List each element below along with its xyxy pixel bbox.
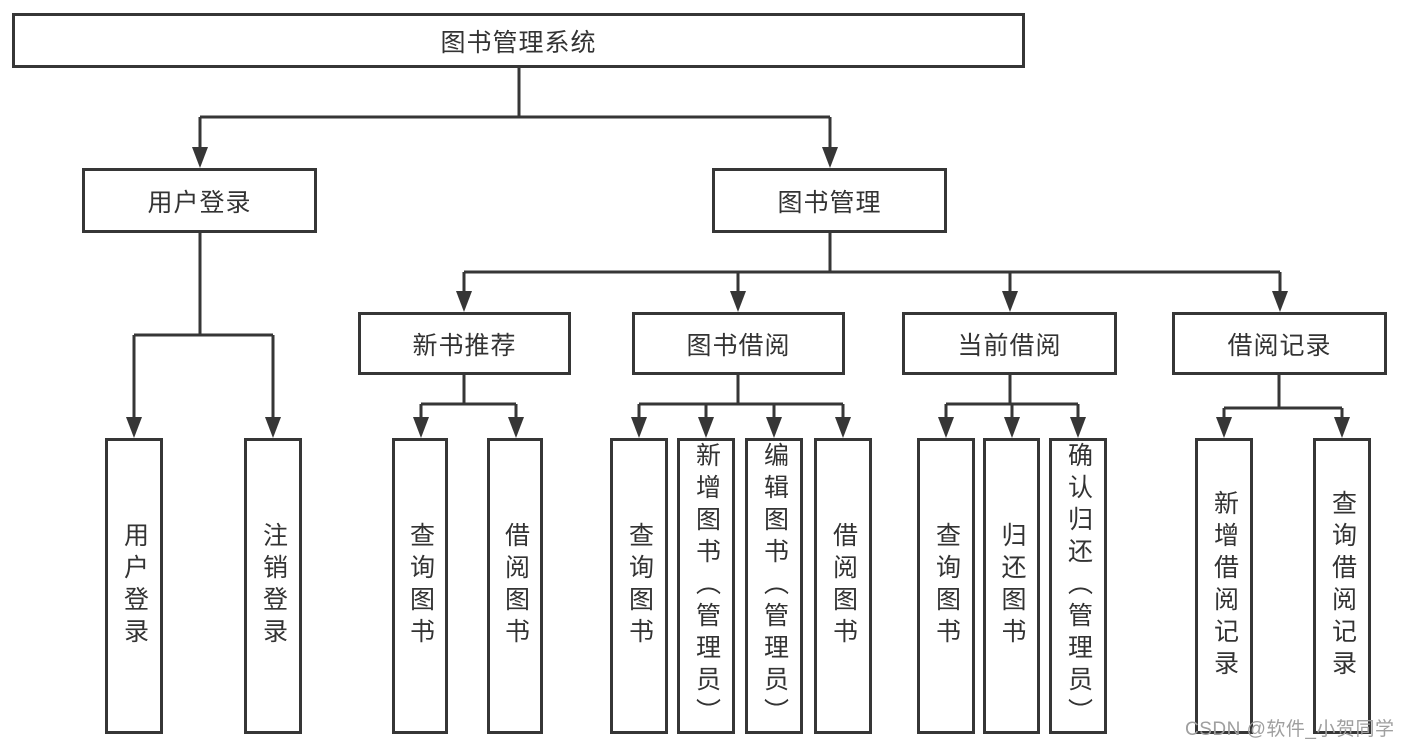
node-current-borrowing: 当前借阅 [902,312,1117,375]
node-book-borrowing: 图书借阅 [632,312,845,375]
node-new-book-recommend-label: 新书推荐 [412,331,517,360]
leaf-return-books-label: 归还图书 [998,522,1026,650]
leaf-borrow-books-recommend: 借阅图书 [487,438,543,734]
leaf-query-books-recommend-label: 查询图书 [406,522,435,650]
node-user-login: 用户登录 [82,168,317,233]
leaf-add-books-admin: 新增图书（管理员） [677,438,735,734]
node-book-management-label: 图书管理 [777,188,882,217]
leaf-borrow-books-borrowing-label: 借阅图书 [829,522,858,650]
node-borrowing-records-label: 借阅记录 [1227,331,1332,360]
leaf-add-borrow-record: 新增借阅记录 [1195,438,1253,734]
leaf-query-books-recommend: 查询图书 [392,438,448,734]
leaf-return-books: 归还图书 [983,438,1040,734]
leaf-user-login: 用户登录 [105,438,163,734]
leaf-edit-books-admin: 编辑图书（管理员） [745,438,803,734]
leaf-logout-label: 注销登录 [259,522,288,650]
node-user-login-label: 用户登录 [147,188,252,217]
leaf-add-books-admin-label: 新增图书（管理员） [692,442,721,730]
node-root: 图书管理系统 [12,13,1025,68]
leaf-confirm-return-admin: 确认归还（管理员） [1049,438,1107,734]
leaf-add-borrow-record-label: 新增借阅记录 [1210,490,1239,682]
node-new-book-recommend: 新书推荐 [358,312,571,375]
arrowheads [126,147,1350,438]
node-book-borrowing-label: 图书借阅 [686,331,791,360]
node-book-management: 图书管理 [712,168,947,233]
csdn-watermark: CSDN @软件_小贺同学 [1185,719,1395,740]
leaf-logout: 注销登录 [244,438,302,734]
node-borrowing-records: 借阅记录 [1172,312,1387,375]
node-current-borrowing-label: 当前借阅 [957,331,1062,360]
leaf-query-borrow-record: 查询借阅记录 [1313,438,1371,734]
leaf-query-books-borrowing-label: 查询图书 [625,522,654,650]
leaf-query-borrow-record-label: 查询借阅记录 [1328,490,1357,682]
leaf-query-books-current: 查询图书 [917,438,975,734]
leaf-borrow-books-borrowing: 借阅图书 [814,438,872,734]
leaf-confirm-return-admin-label: 确认归还（管理员） [1064,442,1093,730]
leaf-edit-books-admin-label: 编辑图书（管理员） [760,442,789,730]
node-root-label: 图书管理系统 [440,28,597,57]
leaf-user-login-label: 用户登录 [120,522,149,650]
leaf-borrow-books-recommend-label: 借阅图书 [501,522,530,650]
leaf-query-books-current-label: 查询图书 [932,522,961,650]
leaf-query-books-borrowing: 查询图书 [610,438,668,734]
